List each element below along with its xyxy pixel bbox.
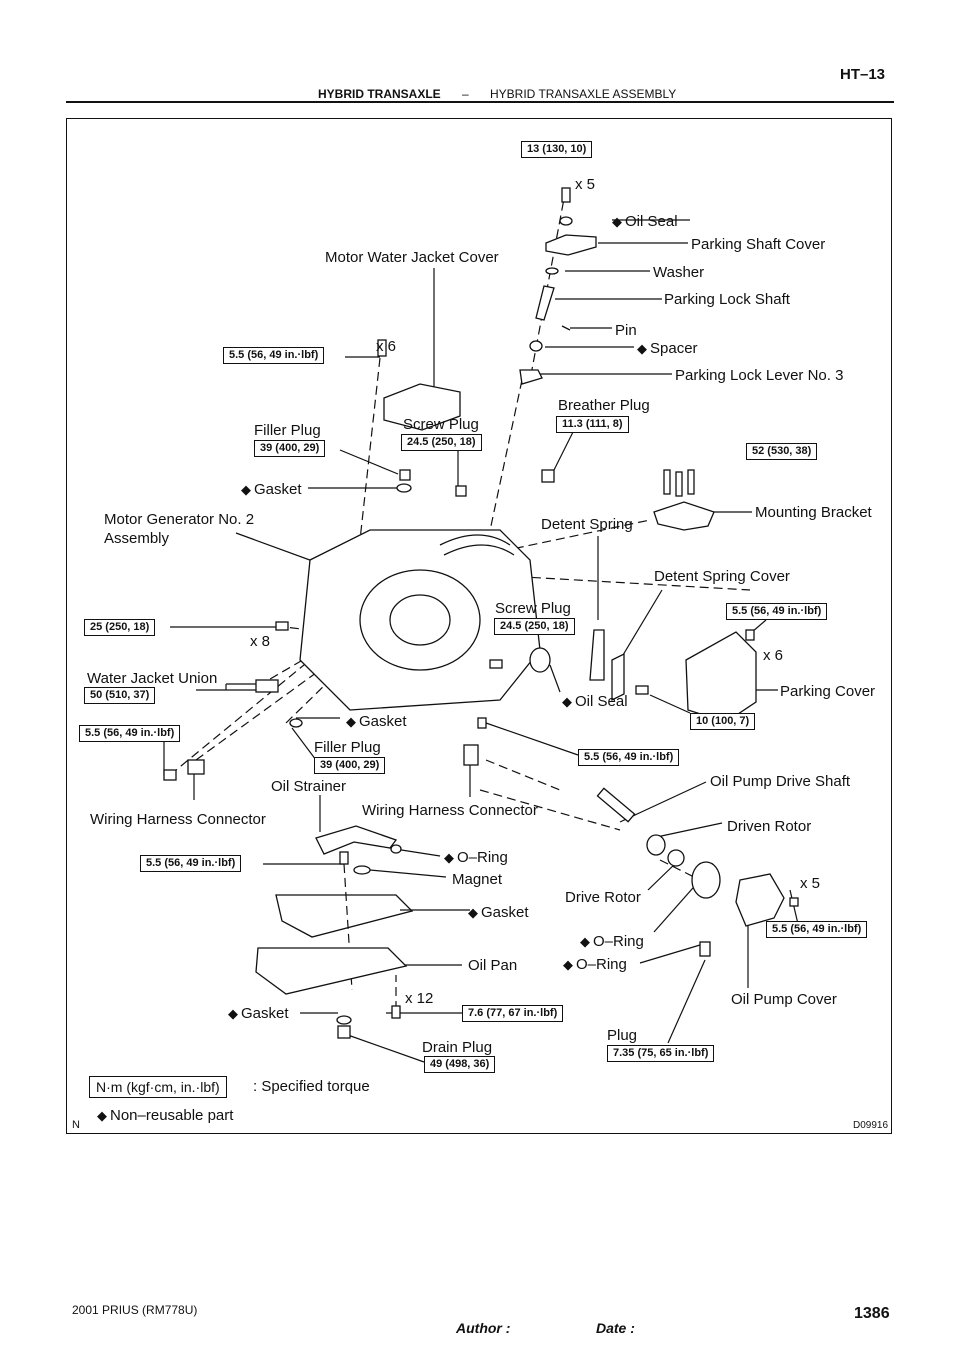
- label-magnet: Magnet: [452, 871, 503, 888]
- non-reusable-diamond-icon: ◆: [97, 1108, 107, 1123]
- legend-unit-box: N·m (kgf·cm, in.·lbf): [89, 1076, 227, 1098]
- torque-24-5-top: 24.5 (250, 18): [401, 434, 482, 451]
- north-mark: N: [72, 1119, 80, 1131]
- legend-specified-torque: : Specified torque: [253, 1078, 370, 1095]
- label-parking-lock-shaft: Parking Lock Shaft: [664, 291, 790, 308]
- non-reusable-diamond-icon: ◆: [563, 957, 573, 972]
- non-reusable-diamond-icon: ◆: [241, 482, 251, 497]
- torque-5-5-pump: 5.5 (56, 49 in.·lbf): [766, 921, 868, 938]
- count-x6-right: x 6: [763, 647, 784, 664]
- label-water-jacket-union: Water Jacket Union: [87, 670, 218, 687]
- label-plug: Plug: [607, 1027, 638, 1044]
- torque-5-5-center: 5.5 (56, 49 in.·lbf): [578, 749, 680, 766]
- label-breather-plug: Breather Plug: [558, 397, 650, 414]
- header-subsection: HYBRID TRANSAXLE ASSEMBLY: [490, 87, 677, 101]
- footer-author: Author :: [456, 1320, 511, 1336]
- label-o-ring-a: ◆O–Ring: [580, 933, 644, 950]
- torque-13: 13 (130, 10): [521, 141, 593, 158]
- label-mounting-bracket: Mounting Bracket: [755, 504, 872, 521]
- label-drive-rotor: Drive Rotor: [565, 889, 641, 906]
- count-x5-right: x 5: [800, 875, 821, 892]
- footer-date: Date :: [596, 1320, 635, 1336]
- label-detent-spring: Detent Spring: [541, 516, 633, 533]
- label-drain-plug: Drain Plug: [422, 1039, 493, 1056]
- torque-5-5-top: 5.5 (56, 49 in.·lbf): [223, 347, 325, 364]
- label-gasket-mid: ◆Gasket: [346, 713, 407, 730]
- label-wiring-harness-center: Wiring Harness Connector: [362, 802, 538, 819]
- count-x6-top: x 6: [376, 338, 397, 355]
- non-reusable-diamond-icon: ◆: [228, 1006, 238, 1021]
- torque-25: 25 (250, 18): [84, 619, 156, 636]
- torque-50: 50 (510, 37): [84, 687, 156, 704]
- count-x5-top: x 5: [575, 176, 596, 193]
- figure-frame: [66, 118, 892, 1134]
- figure-code: D09916: [853, 1120, 889, 1131]
- footer-vehicle: 2001 PRIUS (RM778U): [72, 1303, 198, 1317]
- label-motor-generator-line1: Motor Generator No. 2: [104, 511, 255, 528]
- label-oil-pump-cover: Oil Pump Cover: [731, 991, 837, 1008]
- label-oil-seal-mid: ◆Oil Seal: [562, 693, 628, 710]
- label-motor-generator-line2: Assembly: [104, 530, 170, 547]
- label-oil-strainer: Oil Strainer: [271, 778, 347, 795]
- label-parking-shaft-cover: Parking Shaft Cover: [691, 236, 826, 253]
- label-screw-plug-top: Screw Plug: [403, 416, 479, 433]
- torque-49: 49 (498, 36): [424, 1056, 496, 1073]
- header-dash: –: [462, 87, 469, 101]
- torque-39-top: 39 (400, 29): [254, 440, 326, 457]
- torque-52: 52 (530, 38): [746, 443, 818, 460]
- non-reusable-diamond-icon: ◆: [580, 934, 590, 949]
- torque-5-5-left: 5.5 (56, 49 in.·lbf): [79, 725, 181, 742]
- label-wiring-harness-left: Wiring Harness Connector: [90, 811, 266, 828]
- footer-page-number: 1386: [854, 1305, 890, 1322]
- count-x8: x 8: [250, 633, 271, 650]
- label-gasket-pan: ◆Gasket: [468, 904, 529, 921]
- header-section: HYBRID TRANSAXLE: [318, 87, 441, 101]
- non-reusable-diamond-icon: ◆: [562, 694, 572, 709]
- torque-11-3: 11.3 (111, 8): [556, 416, 629, 433]
- count-x12: x 12: [405, 990, 434, 1007]
- label-gasket-drain: ◆Gasket: [228, 1005, 289, 1022]
- torque-5-5-right: 5.5 (56, 49 in.·lbf): [726, 603, 828, 620]
- label-o-ring-strainer: ◆O–Ring: [444, 849, 508, 866]
- label-oil-seal-top: ◆Oil Seal: [612, 213, 678, 230]
- label-gasket-top: ◆Gasket: [241, 481, 302, 498]
- page-id: HT–13: [840, 66, 886, 83]
- label-motor-water-jacket-cover: Motor Water Jacket Cover: [325, 249, 499, 266]
- torque-24-5-mid: 24.5 (250, 18): [494, 618, 575, 635]
- label-filler-plug-mid: Filler Plug: [314, 739, 381, 756]
- header-rule: [66, 101, 894, 103]
- torque-39-mid: 39 (400, 29): [314, 757, 386, 774]
- label-filler-plug-top: Filler Plug: [254, 422, 321, 439]
- label-parking-lock-lever: Parking Lock Lever No. 3: [675, 367, 844, 384]
- label-detent-spring-cover: Detent Spring Cover: [654, 568, 790, 585]
- non-reusable-diamond-icon: ◆: [444, 850, 454, 865]
- label-washer: Washer: [653, 264, 705, 281]
- non-reusable-diamond-icon: ◆: [637, 341, 647, 356]
- label-screw-plug-mid: Screw Plug: [495, 600, 571, 617]
- torque-5-5-strainer: 5.5 (56, 49 in.·lbf): [140, 855, 242, 872]
- label-spacer: ◆Spacer: [637, 340, 698, 357]
- label-pin: Pin: [615, 322, 637, 339]
- label-o-ring-b: ◆O–Ring: [563, 956, 627, 973]
- torque-7-35: 7.35 (75, 65 in.·lbf): [607, 1045, 715, 1062]
- torque-10: 10 (100, 7): [690, 713, 756, 730]
- non-reusable-diamond-icon: ◆: [612, 214, 622, 229]
- label-oil-pump-drive-shaft: Oil Pump Drive Shaft: [710, 773, 851, 790]
- non-reusable-diamond-icon: ◆: [468, 905, 478, 920]
- legend-non-reusable: ◆Non–reusable part: [97, 1107, 234, 1124]
- label-oil-pan: Oil Pan: [468, 957, 518, 974]
- label-driven-rotor: Driven Rotor: [727, 818, 812, 835]
- torque-7-6: 7.6 (77, 67 in.·lbf): [462, 1005, 564, 1022]
- label-parking-cover: Parking Cover: [780, 683, 876, 700]
- non-reusable-diamond-icon: ◆: [346, 714, 356, 729]
